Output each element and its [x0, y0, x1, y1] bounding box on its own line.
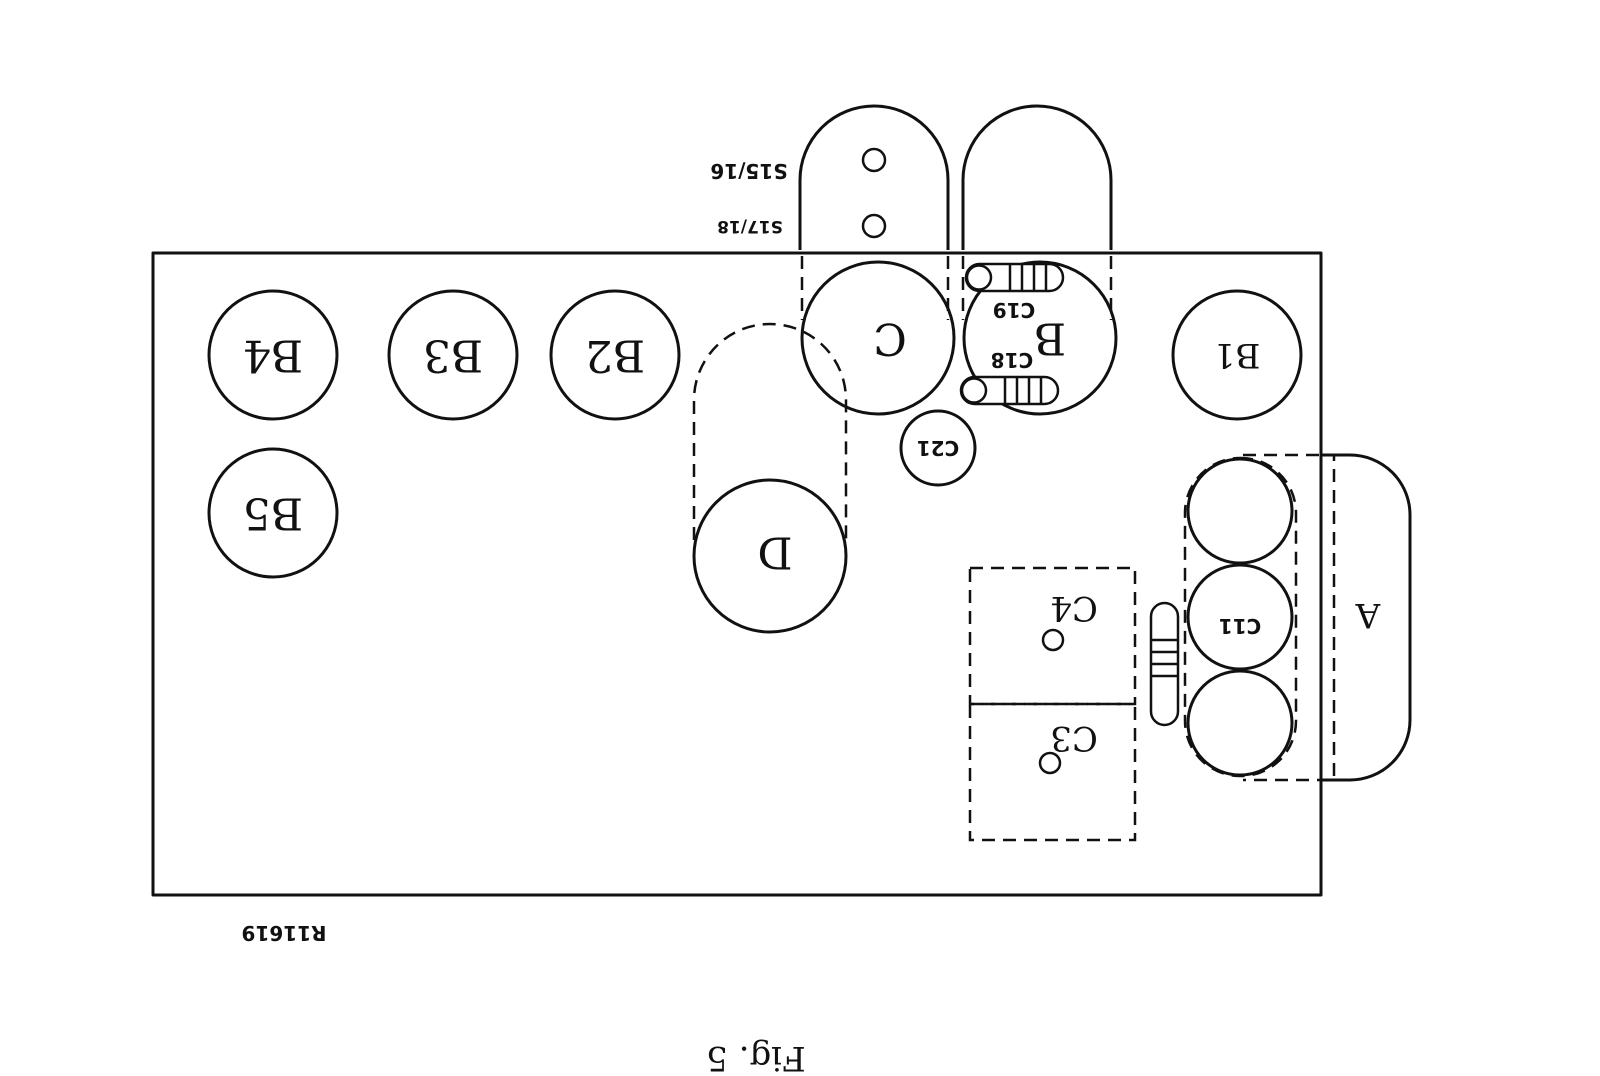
b1-circle: [1171, 289, 1303, 421]
c18-label: C18: [991, 348, 1034, 372]
c19-resistor: [964, 262, 1065, 293]
s17-18-label: S17/18: [717, 216, 783, 236]
switch-hole-upper: [861, 147, 887, 173]
c19-label: C19: [993, 298, 1036, 322]
c3-terminal-hole: [1038, 751, 1062, 775]
c3-dashed-box: [968, 702, 1137, 842]
switch-hole-lower: [861, 213, 887, 239]
b2-circle: [549, 289, 681, 421]
b-circle: [962, 260, 1118, 416]
b5-label: B5: [243, 488, 303, 539]
b3-label: B3: [423, 330, 483, 381]
b4-circle: [207, 289, 339, 421]
c3-label: C3: [1050, 718, 1098, 758]
drawing-number-label: R11619: [242, 921, 327, 945]
c11-top-circle: [1186, 457, 1294, 565]
c-circle: [800, 260, 956, 416]
b2-label: B2: [585, 330, 645, 381]
b-housing-outline: [961, 104, 1113, 250]
c18-resistor: [959, 375, 1060, 406]
c-label: C: [873, 313, 907, 364]
c4-label: C4: [1050, 588, 1098, 628]
c4-dashed-box: [968, 566, 1137, 706]
d-slot-dashed-outline: [692, 322, 848, 540]
chassis-plate: [151, 251, 1323, 897]
b3-circle: [387, 289, 519, 421]
c11-label: C11: [1219, 614, 1262, 638]
vertical-resistor: [1149, 601, 1180, 727]
b5-circle: [207, 447, 339, 579]
d-circle: [692, 478, 848, 634]
a-dashed-outline: [1243, 453, 1336, 782]
b4-label: B4: [243, 330, 303, 381]
c11-bottom-circle: [1186, 669, 1294, 777]
a-bracket-outline: [1321, 453, 1412, 782]
d-label: D: [757, 527, 792, 578]
c4-terminal-hole: [1041, 628, 1065, 652]
switch-holder-outline: [798, 104, 950, 250]
c11-middle-circle: [1186, 563, 1294, 671]
b1-label: B1: [1214, 335, 1261, 375]
s15-16-label: S15/16: [710, 159, 787, 183]
figure-caption: Fig. 5: [706, 1038, 805, 1076]
a-label: A: [1355, 595, 1381, 635]
c21-label: C21: [917, 436, 960, 460]
c21-circle: [899, 409, 977, 487]
b-label: B: [1034, 313, 1066, 364]
